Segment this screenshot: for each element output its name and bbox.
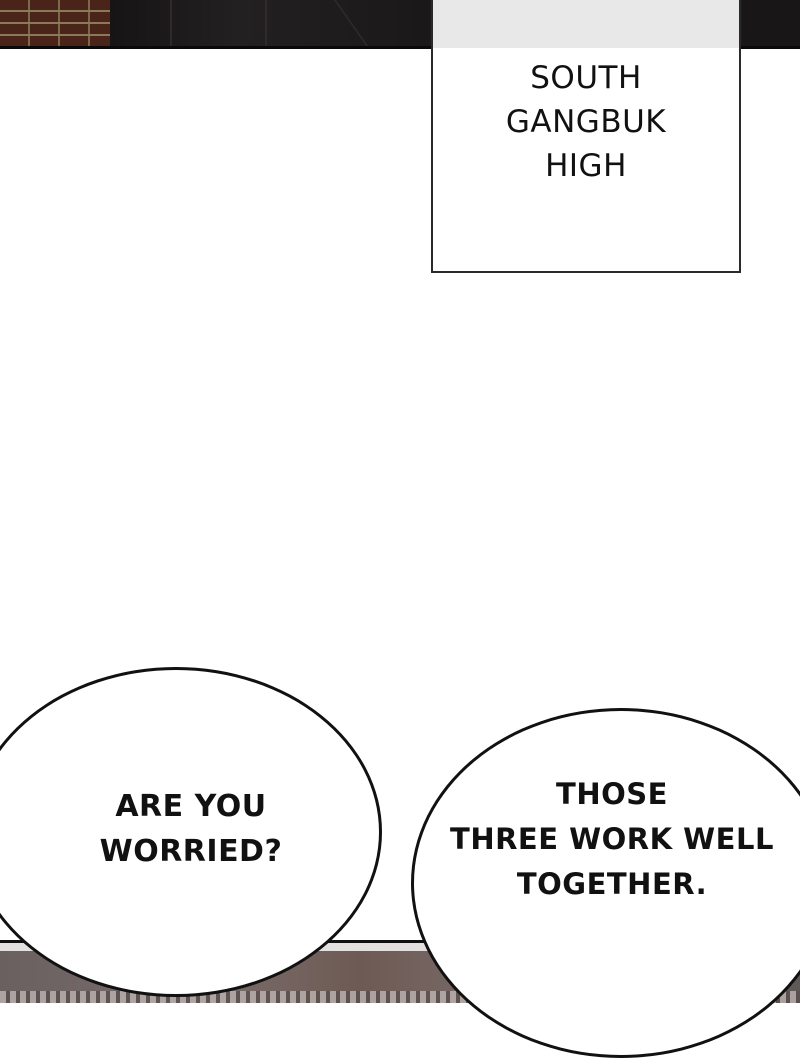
caption-line: GANGBUK xyxy=(505,104,667,140)
brick-wall-art xyxy=(0,0,110,46)
caption-line: HIGH xyxy=(545,148,627,184)
caption-line: SOUTH xyxy=(530,60,642,96)
bubble-line: TOGETHER. xyxy=(516,866,708,901)
coat-fold-line xyxy=(333,0,369,46)
speech-bubble-text: THOSE THREE WORK WELL TOGETHER. xyxy=(450,772,774,907)
coat-figure-art xyxy=(110,0,430,46)
speech-bubble-text: ARE YOU WORRIED? xyxy=(100,784,283,874)
bubble-line: THREE WORK WELL xyxy=(450,821,774,856)
speech-bubble-right: THOSE THREE WORK WELL TOGETHER. xyxy=(411,708,800,1058)
speech-bubble-left: ARE YOU WORRIED? xyxy=(0,667,382,997)
bubble-line: WORRIED? xyxy=(99,834,283,869)
coat-fold-line xyxy=(170,0,172,46)
bubble-line: ARE YOU xyxy=(115,789,267,824)
location-caption-text: SOUTH GANGBUK HIGH xyxy=(433,56,739,188)
coat-fold-line xyxy=(265,0,267,46)
bubble-line: THOSE xyxy=(556,776,668,811)
location-caption-box: SOUTH GANGBUK HIGH xyxy=(431,0,741,273)
caption-fade-overlay xyxy=(433,0,739,48)
dark-figure-art xyxy=(742,0,800,46)
